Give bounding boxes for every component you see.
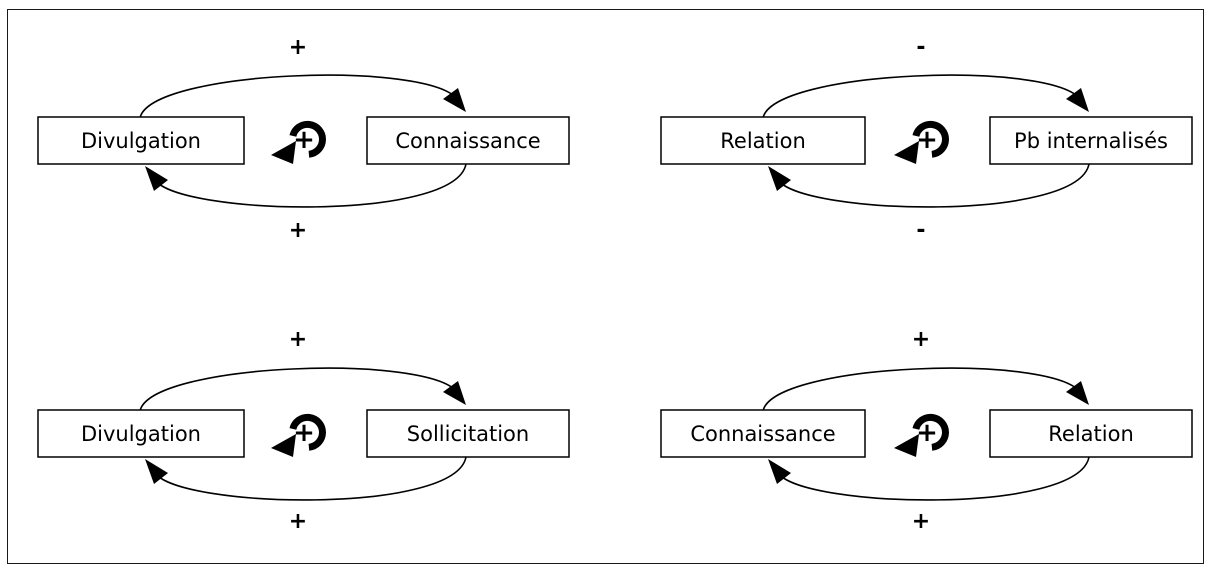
left-variable-label: Connaissance (690, 422, 835, 446)
top-link-arc (762, 367, 1082, 412)
right-variable-label: Connaissance (395, 129, 540, 153)
right-variable-box (366, 116, 570, 165)
left-variable-box (660, 116, 866, 165)
left-variable-label: Divulgation (81, 422, 201, 446)
reinforcing-loop-icon: + (894, 413, 949, 457)
right-variable-label: Pb internalisés (1014, 129, 1168, 153)
right-variable-box (366, 409, 570, 458)
top-link-arrowhead (443, 381, 466, 405)
top-polarity-sign: + (912, 327, 930, 352)
loop-sign: + (916, 125, 938, 155)
left-variable-box (37, 116, 245, 165)
bottom-link-arc (154, 163, 467, 208)
right-variable-label: Relation (1048, 422, 1134, 446)
left-variable-label: Relation (720, 129, 806, 153)
left-variable-label: Divulgation (81, 129, 201, 153)
bottom-polarity-sign: + (289, 218, 307, 243)
bottom-polarity-sign: + (289, 509, 307, 534)
causal-loop-2: Relation Pb internalisés - - + (660, 35, 1193, 243)
bottom-link-arrowhead (145, 459, 168, 484)
right-variable-label: Sollicitation (407, 422, 529, 446)
reinforcing-loop-icon: + (271, 413, 326, 457)
bottom-link-arc (777, 456, 1090, 501)
causal-loop-3: Divulgation Sollicitation + + + (37, 327, 570, 534)
right-variable-box (989, 116, 1193, 165)
top-link-arc (762, 74, 1082, 119)
left-variable-box (37, 409, 245, 458)
bottom-link-arrowhead (145, 166, 168, 191)
top-link-arc (139, 74, 459, 119)
loop-sign: + (916, 418, 938, 448)
bottom-link-arc (154, 456, 467, 501)
diagram-frame (7, 9, 1204, 564)
top-polarity-sign: + (289, 35, 307, 60)
loop-sign: + (293, 125, 315, 155)
top-link-arrowhead (443, 88, 466, 112)
bottom-polarity-sign: - (916, 218, 925, 243)
reinforcing-loop-icon: + (894, 120, 949, 164)
bottom-link-arrowhead (768, 166, 791, 191)
bottom-link-arc (777, 163, 1090, 208)
bottom-polarity-sign: + (912, 509, 930, 534)
right-variable-box (989, 409, 1193, 458)
loop-sign: + (293, 418, 315, 448)
reinforcing-loop-icon: + (271, 120, 326, 164)
causal-loop-1: Divulgation Connaissance + + + (37, 35, 570, 243)
top-link-arrowhead (1066, 88, 1089, 112)
causal-loop-4: Connaissance Relation + + + (660, 327, 1193, 534)
bottom-link-arrowhead (768, 459, 791, 484)
left-variable-box (660, 409, 866, 458)
top-link-arrowhead (1066, 381, 1089, 405)
top-link-arc (139, 367, 459, 412)
top-polarity-sign: - (916, 35, 925, 60)
top-polarity-sign: + (289, 327, 307, 352)
